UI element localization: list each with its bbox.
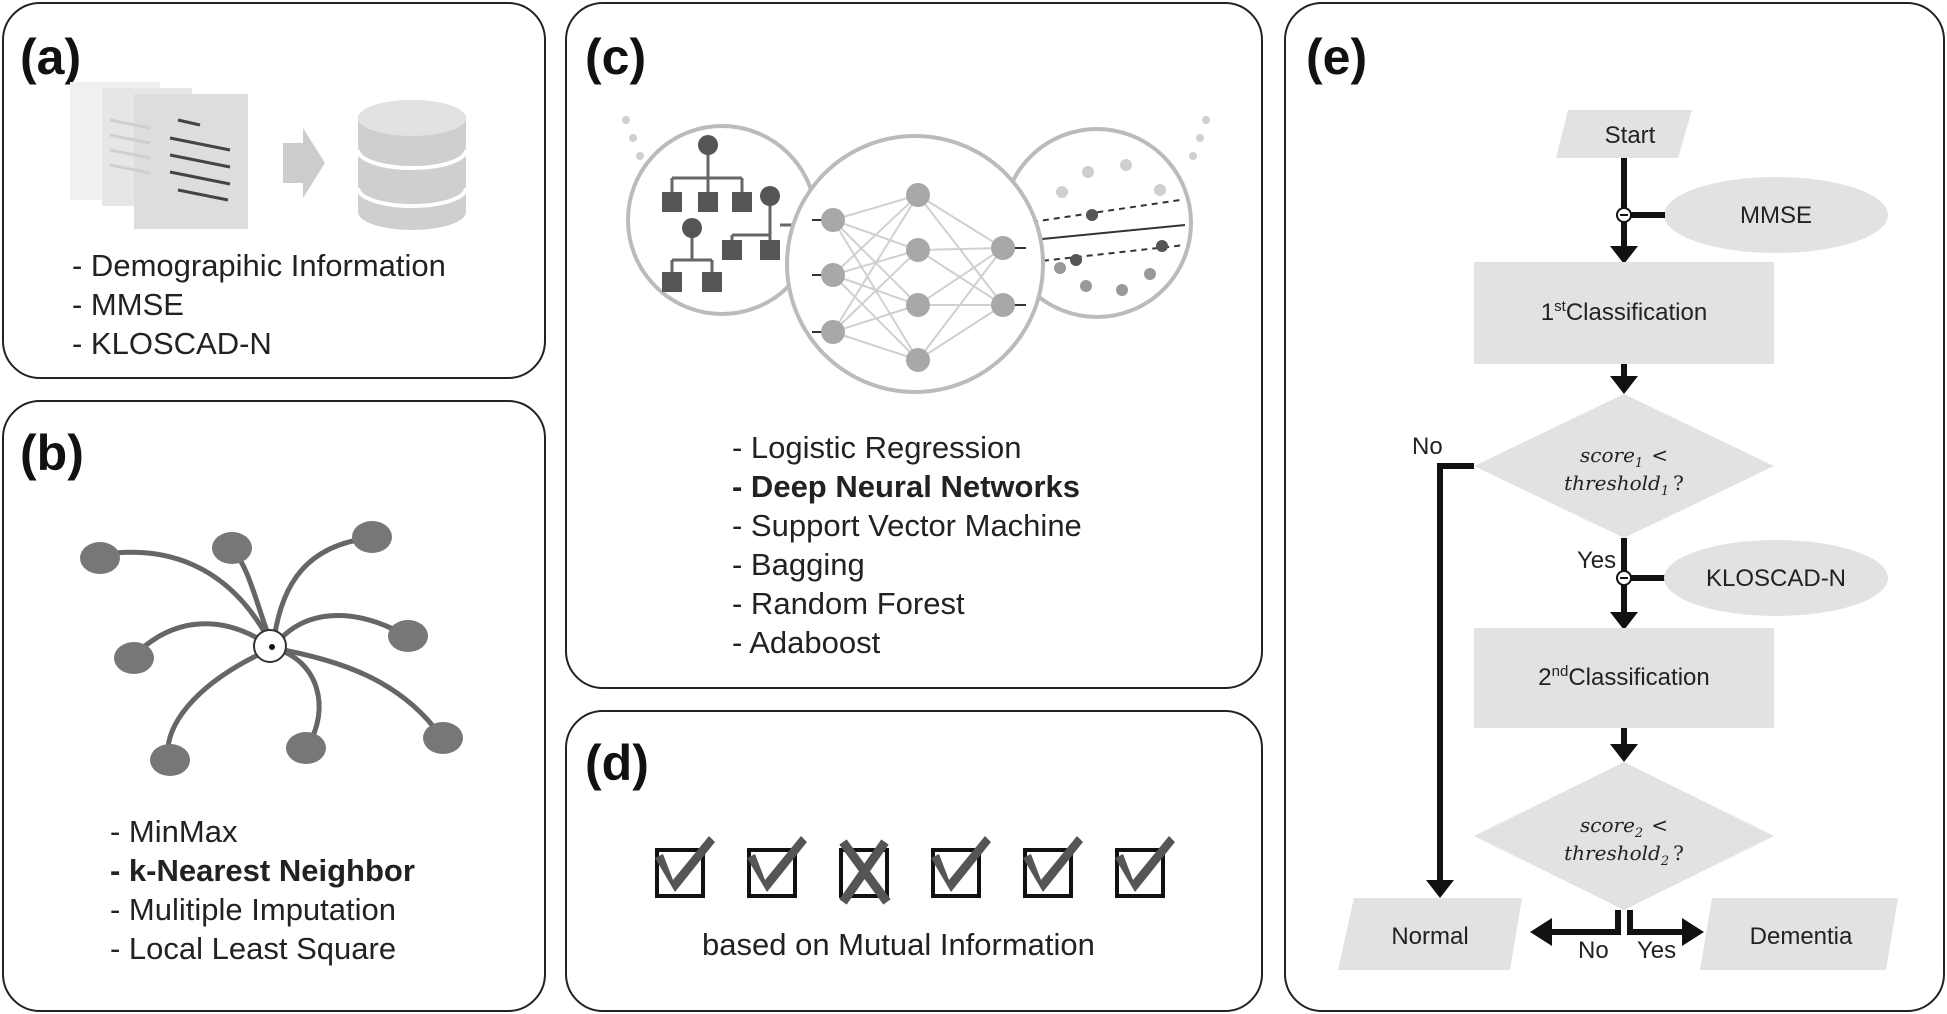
arrow-right-icon xyxy=(283,128,325,198)
yes-label-2: Yes xyxy=(1637,937,1676,964)
start-text: Start xyxy=(1605,122,1656,149)
selected-feature-checkbox xyxy=(747,836,807,898)
decision-1-line1: score1< xyxy=(1580,443,1668,471)
panel-b-label: (b) xyxy=(20,425,84,481)
selected-feature-checkbox xyxy=(931,836,991,898)
start-node xyxy=(1556,110,1692,158)
dementia-text: Dementia xyxy=(1750,923,1853,950)
first-classification-text: 1stClassification xyxy=(1541,298,1707,326)
decision-2-node xyxy=(1474,762,1774,910)
selected-feature-checkbox xyxy=(655,836,715,898)
mmse-input xyxy=(1664,177,1888,253)
panel-e-label: (e) xyxy=(1306,29,1368,85)
panel-c-label: (c) xyxy=(585,29,647,85)
decision-2-line1: score2< xyxy=(1580,813,1668,841)
checkmark-icon xyxy=(655,836,715,892)
neighbor-point xyxy=(286,732,326,764)
decision-2-line2: threshold2? xyxy=(1564,841,1684,869)
list-item: - Mulitiple Imputation xyxy=(110,892,397,927)
list-item: - Local Least Square xyxy=(110,931,397,966)
selected-feature-checkbox xyxy=(1115,836,1175,898)
panel-c-list: - Logistic Regression - Deep Neural Netw… xyxy=(732,428,1082,662)
kloscad-input xyxy=(1664,540,1888,616)
neighbor-point xyxy=(212,532,252,564)
document-icon xyxy=(134,94,248,229)
list-item: - Deep Neural Networks xyxy=(732,469,1080,504)
neighbor-point xyxy=(352,521,392,553)
second-classification-node xyxy=(1474,628,1774,728)
neighbor-point xyxy=(80,542,120,574)
normal-output-node xyxy=(1338,898,1522,970)
panel-a-list: - Demograpihic Information - MMSE - KLOS… xyxy=(72,246,446,363)
neighbor-point xyxy=(114,642,154,674)
unselected-feature-checkbox xyxy=(839,839,891,905)
list-item: - Random Forest xyxy=(732,586,965,621)
checkmark-icon xyxy=(747,836,807,892)
list-item: - Bagging xyxy=(732,547,865,582)
neighbor-point xyxy=(423,722,463,754)
first-classification-node xyxy=(1474,262,1774,364)
panel-d-label: (d) xyxy=(585,735,649,791)
neighbor-point xyxy=(388,620,428,652)
list-item: - k-Nearest Neighbor xyxy=(110,853,415,888)
list-item: - Demograpihic Information xyxy=(72,248,446,283)
yes-label-1: Yes xyxy=(1577,547,1616,574)
panel-b xyxy=(2,400,546,1012)
checkmark-icon xyxy=(931,836,991,892)
decision-1-node xyxy=(1474,394,1774,538)
neural-network-circle xyxy=(785,134,1045,394)
panel-b-list: - MinMax - k-Nearest Neighbor - Mulitipl… xyxy=(110,812,415,968)
cross-icon xyxy=(839,839,891,905)
decision-1-line2: threshold1? xyxy=(1564,471,1684,499)
no-label-2: No xyxy=(1578,937,1609,964)
panel-a-label: (a) xyxy=(20,29,82,85)
normal-text: Normal xyxy=(1391,923,1468,950)
kloscad-text: KLOSCAD-N xyxy=(1706,565,1846,592)
list-item: - MinMax xyxy=(110,814,238,849)
checkmark-icon xyxy=(1023,836,1083,892)
panel-d-caption: based on Mutual Information xyxy=(702,927,1095,962)
no-label-1: No xyxy=(1412,433,1443,460)
checkmark-icon xyxy=(1115,836,1175,892)
dementia-output-node xyxy=(1700,898,1898,970)
list-item: - KLOSCAD-N xyxy=(72,326,272,361)
list-item: - Support Vector Machine xyxy=(732,508,1082,543)
selected-feature-checkbox xyxy=(1023,836,1083,898)
second-classification-text: 2ndClassification xyxy=(1538,663,1709,691)
list-item: - MMSE xyxy=(72,287,184,322)
mmse-text: MMSE xyxy=(1740,202,1812,229)
list-item: - Logistic Regression xyxy=(732,430,1022,465)
list-item: - Adaboost xyxy=(732,625,881,660)
neighbor-point xyxy=(150,744,190,776)
